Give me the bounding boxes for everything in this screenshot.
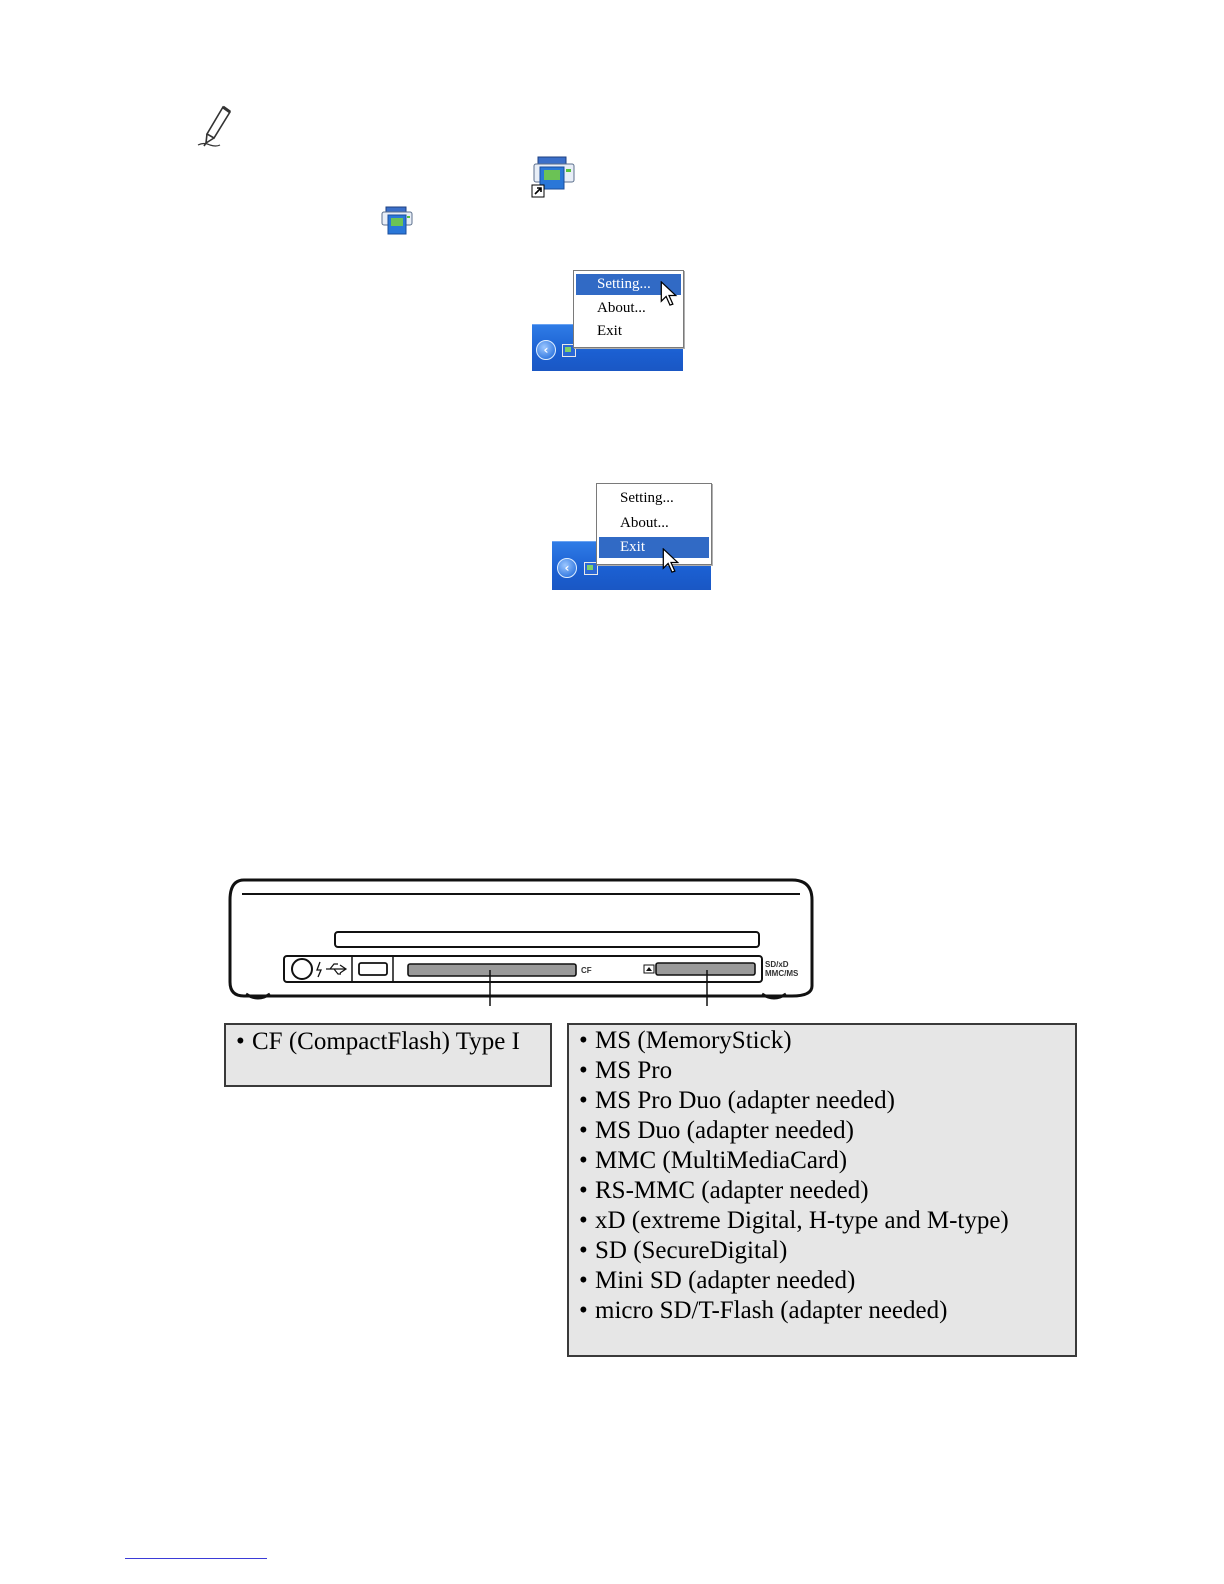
mouse-pointer-icon — [662, 548, 680, 573]
mouse-pointer-icon — [660, 281, 678, 306]
menu-item-setting[interactable]: Setting... — [620, 490, 674, 506]
footnote-rule — [125, 1558, 267, 1559]
card-reader-device-illustration — [228, 878, 814, 1006]
ms-sd-card-types-box: MS (MemoryStick)MS ProMS Pro Duo (adapte… — [567, 1023, 1077, 1357]
photo-printer-tray-icon[interactable] — [584, 562, 598, 575]
cf-slot-label: CF — [581, 966, 592, 975]
card-type-item: MS Pro — [573, 1056, 1067, 1086]
card-type-item: micro SD/T-Flash (adapter needed) — [573, 1296, 1067, 1326]
menu-item-about[interactable]: About... — [620, 515, 669, 531]
chevron-left-icon[interactable]: ‹ — [557, 558, 577, 578]
chevron-left-icon[interactable]: ‹ — [536, 340, 556, 360]
card-type-item: xD (extreme Digital, H-type and M-type) — [573, 1206, 1067, 1236]
context-menu-setting: Setting... About... Exit — [573, 270, 684, 348]
card-type-item: CF (CompactFlash) Type I — [230, 1027, 546, 1057]
card-type-item: MS (MemoryStick) — [573, 1026, 1067, 1056]
card-type-item: MMC (MultiMediaCard) — [573, 1146, 1067, 1176]
photo-printer-tray-icon[interactable] — [562, 344, 576, 357]
card-type-item: SD (SecureDigital) — [573, 1236, 1067, 1266]
context-menu-exit: Setting... About... Exit — [596, 483, 712, 565]
menu-item-exit[interactable]: Exit — [599, 537, 709, 558]
menu-item-setting[interactable]: Setting... — [576, 274, 681, 295]
menu-item-about[interactable]: About... — [597, 300, 646, 316]
pencil-icon — [197, 105, 232, 147]
photo-printer-shortcut-icon — [531, 156, 575, 198]
card-type-item: RS-MMC (adapter needed) — [573, 1176, 1067, 1206]
card-type-item: MS Duo (adapter needed) — [573, 1116, 1067, 1146]
card-type-item: Mini SD (adapter needed) — [573, 1266, 1067, 1296]
cf-card-types-box: CF (CompactFlash) Type I — [224, 1023, 552, 1087]
menu-item-exit[interactable]: Exit — [597, 323, 622, 339]
photo-printer-icon — [381, 206, 413, 235]
sd-slot-label: SD/xD MMC/MS — [765, 960, 799, 978]
card-type-item: MS Pro Duo (adapter needed) — [573, 1086, 1067, 1116]
